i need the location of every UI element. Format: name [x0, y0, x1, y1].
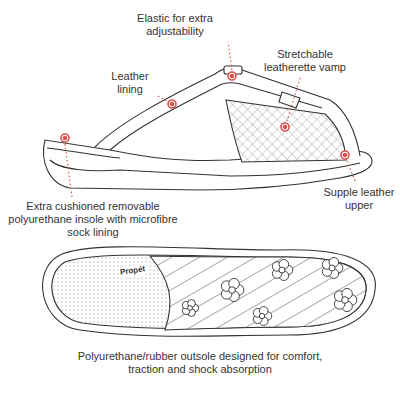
callout-label: Stretchable leatherette vamp: [250, 48, 360, 74]
callout-label: Elastic for extra adjustability: [110, 12, 240, 38]
callout-dots: [61, 72, 349, 159]
sandal-sole-view: [43, 247, 376, 337]
sandal-side-view: [44, 66, 372, 190]
callout-label: Leather lining: [100, 70, 160, 96]
callout-label: Extra cushioned removable polyurethane i…: [8, 200, 178, 239]
callout-label: Polyurethane/rubber outsole designed for…: [70, 350, 330, 376]
callout-label: Supple leather upper: [322, 186, 396, 212]
